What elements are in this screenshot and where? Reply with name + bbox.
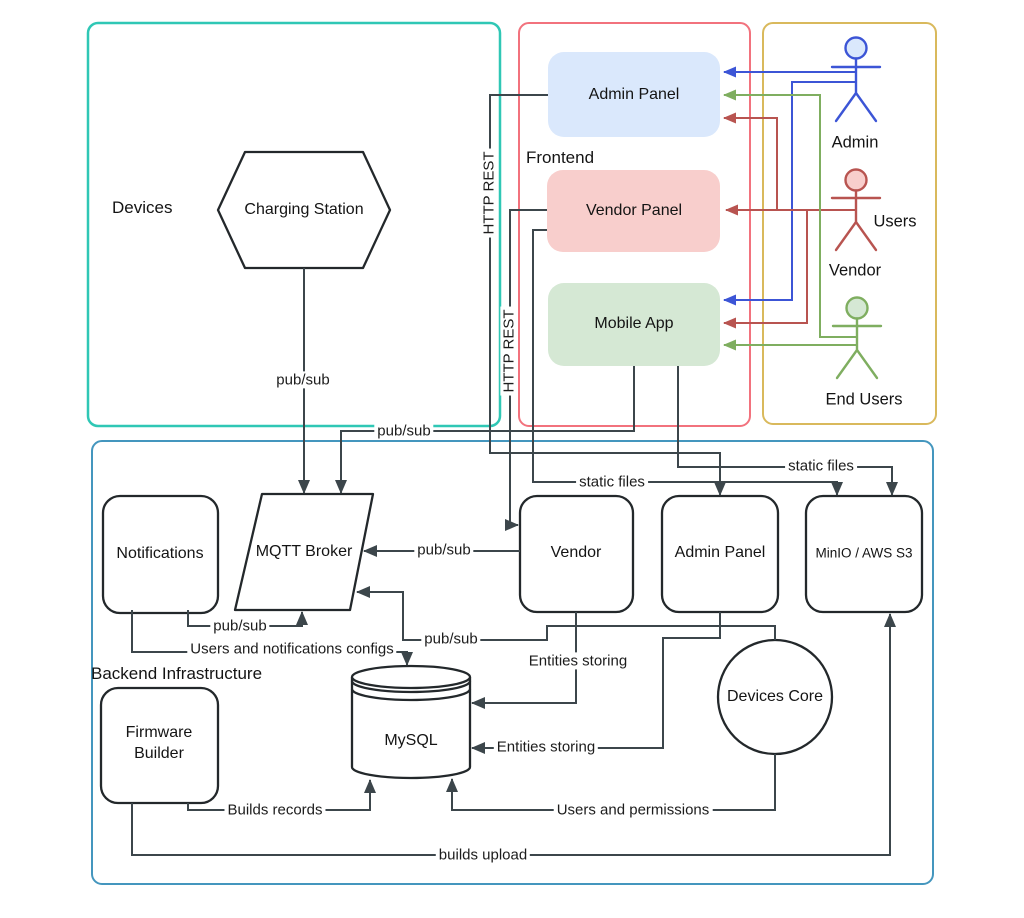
vendor-actor-label: Vendor (828, 261, 882, 280)
edge-admin-mobileapp (723, 81, 856, 306)
edge-label-mobile-pubsub: pub/sub (374, 422, 434, 440)
edge-label-entities-storing-vendor: Entities storing (525, 652, 631, 670)
edge-label-users-permissions: Users and permissions (553, 801, 713, 819)
edges-endusers-actor (723, 89, 857, 351)
admin-actor-label: Admin (831, 133, 879, 152)
edge-label-mobile-staticfiles: static files (785, 457, 857, 475)
frontend-group-label: Frontend (526, 148, 595, 167)
mobile-app-label: Mobile App (594, 315, 674, 332)
notifications-shape (101, 494, 220, 615)
edge-label-vendorbe-pubsub: pub/sub (414, 541, 474, 559)
vendor-actor-icon (830, 168, 882, 252)
users-group-box (762, 22, 937, 425)
minio-label: MinIO / AWS S3 (815, 545, 913, 561)
mqtt-broker-shape (233, 492, 375, 612)
vendor-backend-label: Vendor (550, 544, 602, 561)
edges-admin-actor (723, 66, 856, 306)
users-group-label: Users (873, 212, 917, 231)
firmware-builder-label: Firmware Builder (125, 724, 193, 762)
charging-station-label: Charging Station (244, 201, 364, 218)
mobile-app-shape (548, 283, 720, 366)
notifications-label: Notifications (116, 545, 204, 562)
edge-label-users-notifications-configs: Users and notifications configs (187, 640, 397, 658)
mysql-shape (350, 664, 472, 780)
edge-mobile-mqtt (335, 366, 635, 494)
mqtt-broker-label: MQTT Broker (255, 543, 353, 560)
devices-core-label: Devices Core (726, 688, 824, 705)
vendor-panel-label: Vendor Panel (585, 202, 683, 219)
edge-mobile-minio (677, 366, 898, 496)
edge-label-station-pubsub: pub/sub (273, 371, 333, 389)
edge-endusers-adminpanel (723, 89, 857, 338)
admin-panel-frontend-label: Admin Panel (588, 86, 680, 103)
backend-group-box (91, 440, 934, 885)
edge-label-builds-records: Builds records (224, 801, 326, 819)
firmware-builder-shape (99, 686, 220, 805)
admin-panel-frontend-shape (548, 52, 720, 137)
minio-shape (804, 494, 924, 614)
edge-vendor-mobileapp (723, 209, 856, 329)
end-users-actor-icon (831, 296, 883, 380)
edge-adminbe-mysql (471, 612, 721, 754)
edge-devicescore-mqtt (356, 586, 776, 641)
mysql-label: MySQL (384, 732, 438, 749)
admin-panel-backend-label: Admin Panel (674, 544, 766, 561)
edge-label-vendor-httprest: HTTP REST (500, 306, 518, 396)
edge-label-admin-httprest: HTTP REST (480, 148, 498, 238)
edge-label-vendor-staticfiles: static files (576, 473, 648, 491)
vendor-panel-shape (547, 170, 720, 252)
edge-label-devicescore-pubsub: pub/sub (421, 630, 481, 648)
devices-group-box (86, 21, 502, 428)
charging-station-shape (216, 150, 392, 270)
edge-vendorbe-mysql (471, 612, 577, 709)
edges-vendor-actor (723, 112, 856, 329)
edge-label-builds-upload: builds upload (435, 846, 531, 864)
edge-label-entities-storing-admin: Entities storing (493, 738, 599, 756)
admin-actor-icon (830, 36, 882, 123)
backend-group-label: Backend Infrastructure (91, 664, 263, 683)
edge-vendorfe-minio (532, 229, 843, 496)
end-users-actor-label: End Users (825, 390, 903, 409)
edge-label-notifications-pubsub: pub/sub (210, 617, 270, 635)
devices-group-label: Devices (112, 198, 173, 217)
edge-vendor-adminpanel (723, 112, 856, 211)
